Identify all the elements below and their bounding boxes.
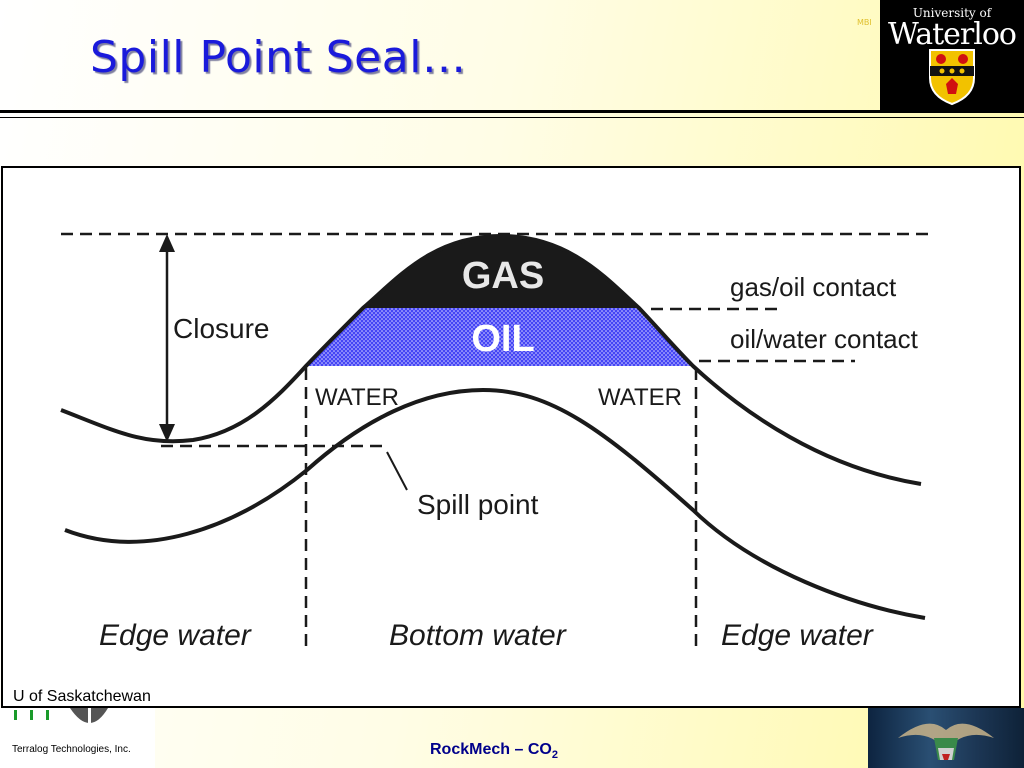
edge-water-right-label: Edge water <box>721 619 874 652</box>
reservoir-base-surface <box>64 387 926 620</box>
spill-point-label: Spill point <box>417 489 539 520</box>
corner-mark: MBI <box>857 18 872 27</box>
terralog-logo: Terralog Technologies, Inc. <box>0 708 155 768</box>
edge-water-left-label: Edge water <box>99 619 252 652</box>
terralog-mark-icon <box>14 708 108 730</box>
water-right-label: WATER <box>598 384 682 411</box>
oil-water-contact-label: oil/water contact <box>730 324 919 354</box>
bottom-water-label: Bottom water <box>389 619 567 652</box>
gas-label: GAS <box>462 255 544 297</box>
spill-point-diagram: GAS OIL WATER WATER Closure gas/oil cont… <box>60 232 928 652</box>
image-credit: U of Saskatchewan <box>13 688 151 705</box>
slide-title: Spill Point Seal… <box>90 32 467 83</box>
crest-icon <box>929 49 975 106</box>
course-footer-subscript: 2 <box>551 749 558 762</box>
gas-oil-contact-label: gas/oil contact <box>730 272 897 302</box>
closure-arrow-head-top <box>159 234 175 252</box>
university-logo-line2: Waterloo <box>888 17 1017 52</box>
emblem-icon <box>898 723 994 760</box>
oil-zone <box>306 308 693 366</box>
closure-label: Closure <box>173 313 269 344</box>
terralog-name: Terralog Technologies, Inc. <box>12 744 131 755</box>
course-footer-prefix: RockMech – CO <box>430 741 552 758</box>
title-divider-thick <box>0 110 1024 113</box>
partner-logo <box>868 708 1024 768</box>
oil-label: OIL <box>471 318 534 360</box>
title-divider-thin <box>0 117 1024 118</box>
university-logo-line1: University of <box>912 6 992 20</box>
course-footer: RockMech – CO2 <box>430 741 558 761</box>
closure-arrow-head-bottom <box>159 424 175 442</box>
university-logo: University of Waterloo <box>880 0 1024 111</box>
water-left-label: WATER <box>315 384 399 411</box>
diagram-panel: GAS OIL WATER WATER Closure gas/oil cont… <box>1 166 1021 708</box>
top-seal-surface <box>60 233 922 486</box>
spill-point-leader <box>386 451 408 491</box>
